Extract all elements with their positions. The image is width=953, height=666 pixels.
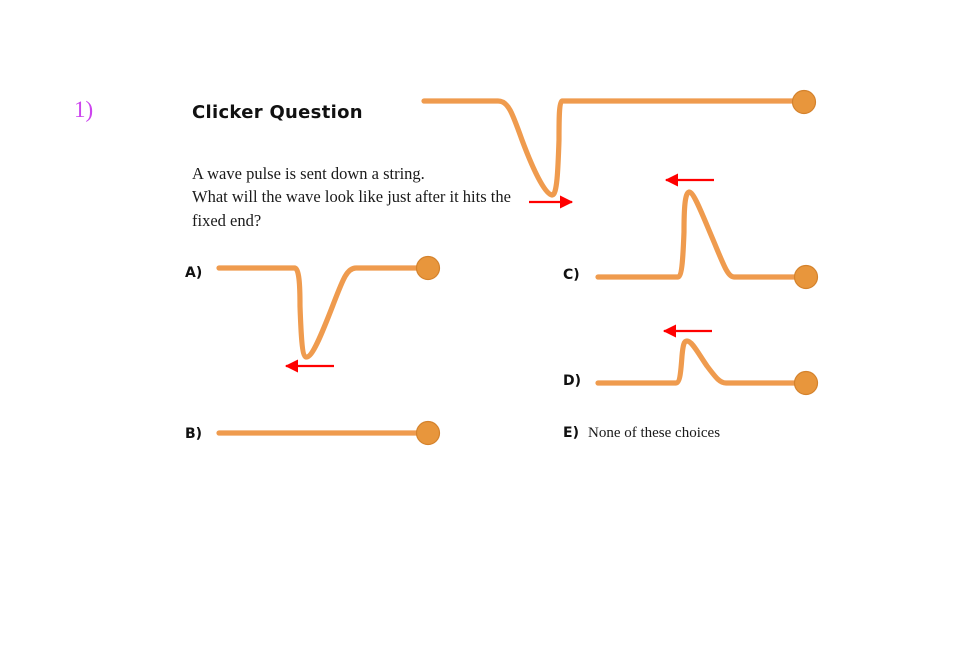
question-line-1: A wave pulse is sent down a string. bbox=[192, 164, 425, 183]
choice-a-fixed-end-dot bbox=[415, 255, 441, 281]
question-line-2: What will the wave look like just after … bbox=[192, 187, 511, 230]
choice-label-b[interactable]: B) bbox=[185, 426, 203, 442]
choice-d-wave-group[interactable] bbox=[595, 324, 819, 396]
question-text: A wave pulse is sent down a string. What… bbox=[192, 162, 522, 232]
choice-a-wave-group[interactable] bbox=[216, 255, 441, 373]
page-title: Clicker Question bbox=[192, 102, 363, 123]
slide-number: 1) bbox=[74, 97, 94, 122]
choice-c-wave-group[interactable] bbox=[595, 173, 819, 290]
choice-d-fixed-end-dot bbox=[793, 370, 819, 396]
choice-label-a[interactable]: A) bbox=[185, 265, 203, 281]
choice-a-string-path bbox=[216, 265, 423, 360]
choice-c-fixed-end-dot bbox=[793, 264, 819, 290]
choice-d-string-path bbox=[595, 338, 799, 386]
choice-label-d[interactable]: D) bbox=[563, 373, 582, 389]
prompt-fixed-end-dot bbox=[791, 89, 817, 115]
choice-e-text[interactable]: None of these choices bbox=[588, 425, 721, 441]
choice-b-fixed-end-dot bbox=[415, 420, 441, 446]
choice-label-e[interactable]: E) bbox=[563, 425, 579, 441]
choice-label-c[interactable]: C) bbox=[563, 267, 580, 283]
choice-c-string-path bbox=[595, 189, 799, 280]
choice-b-wave-group[interactable] bbox=[216, 420, 441, 446]
